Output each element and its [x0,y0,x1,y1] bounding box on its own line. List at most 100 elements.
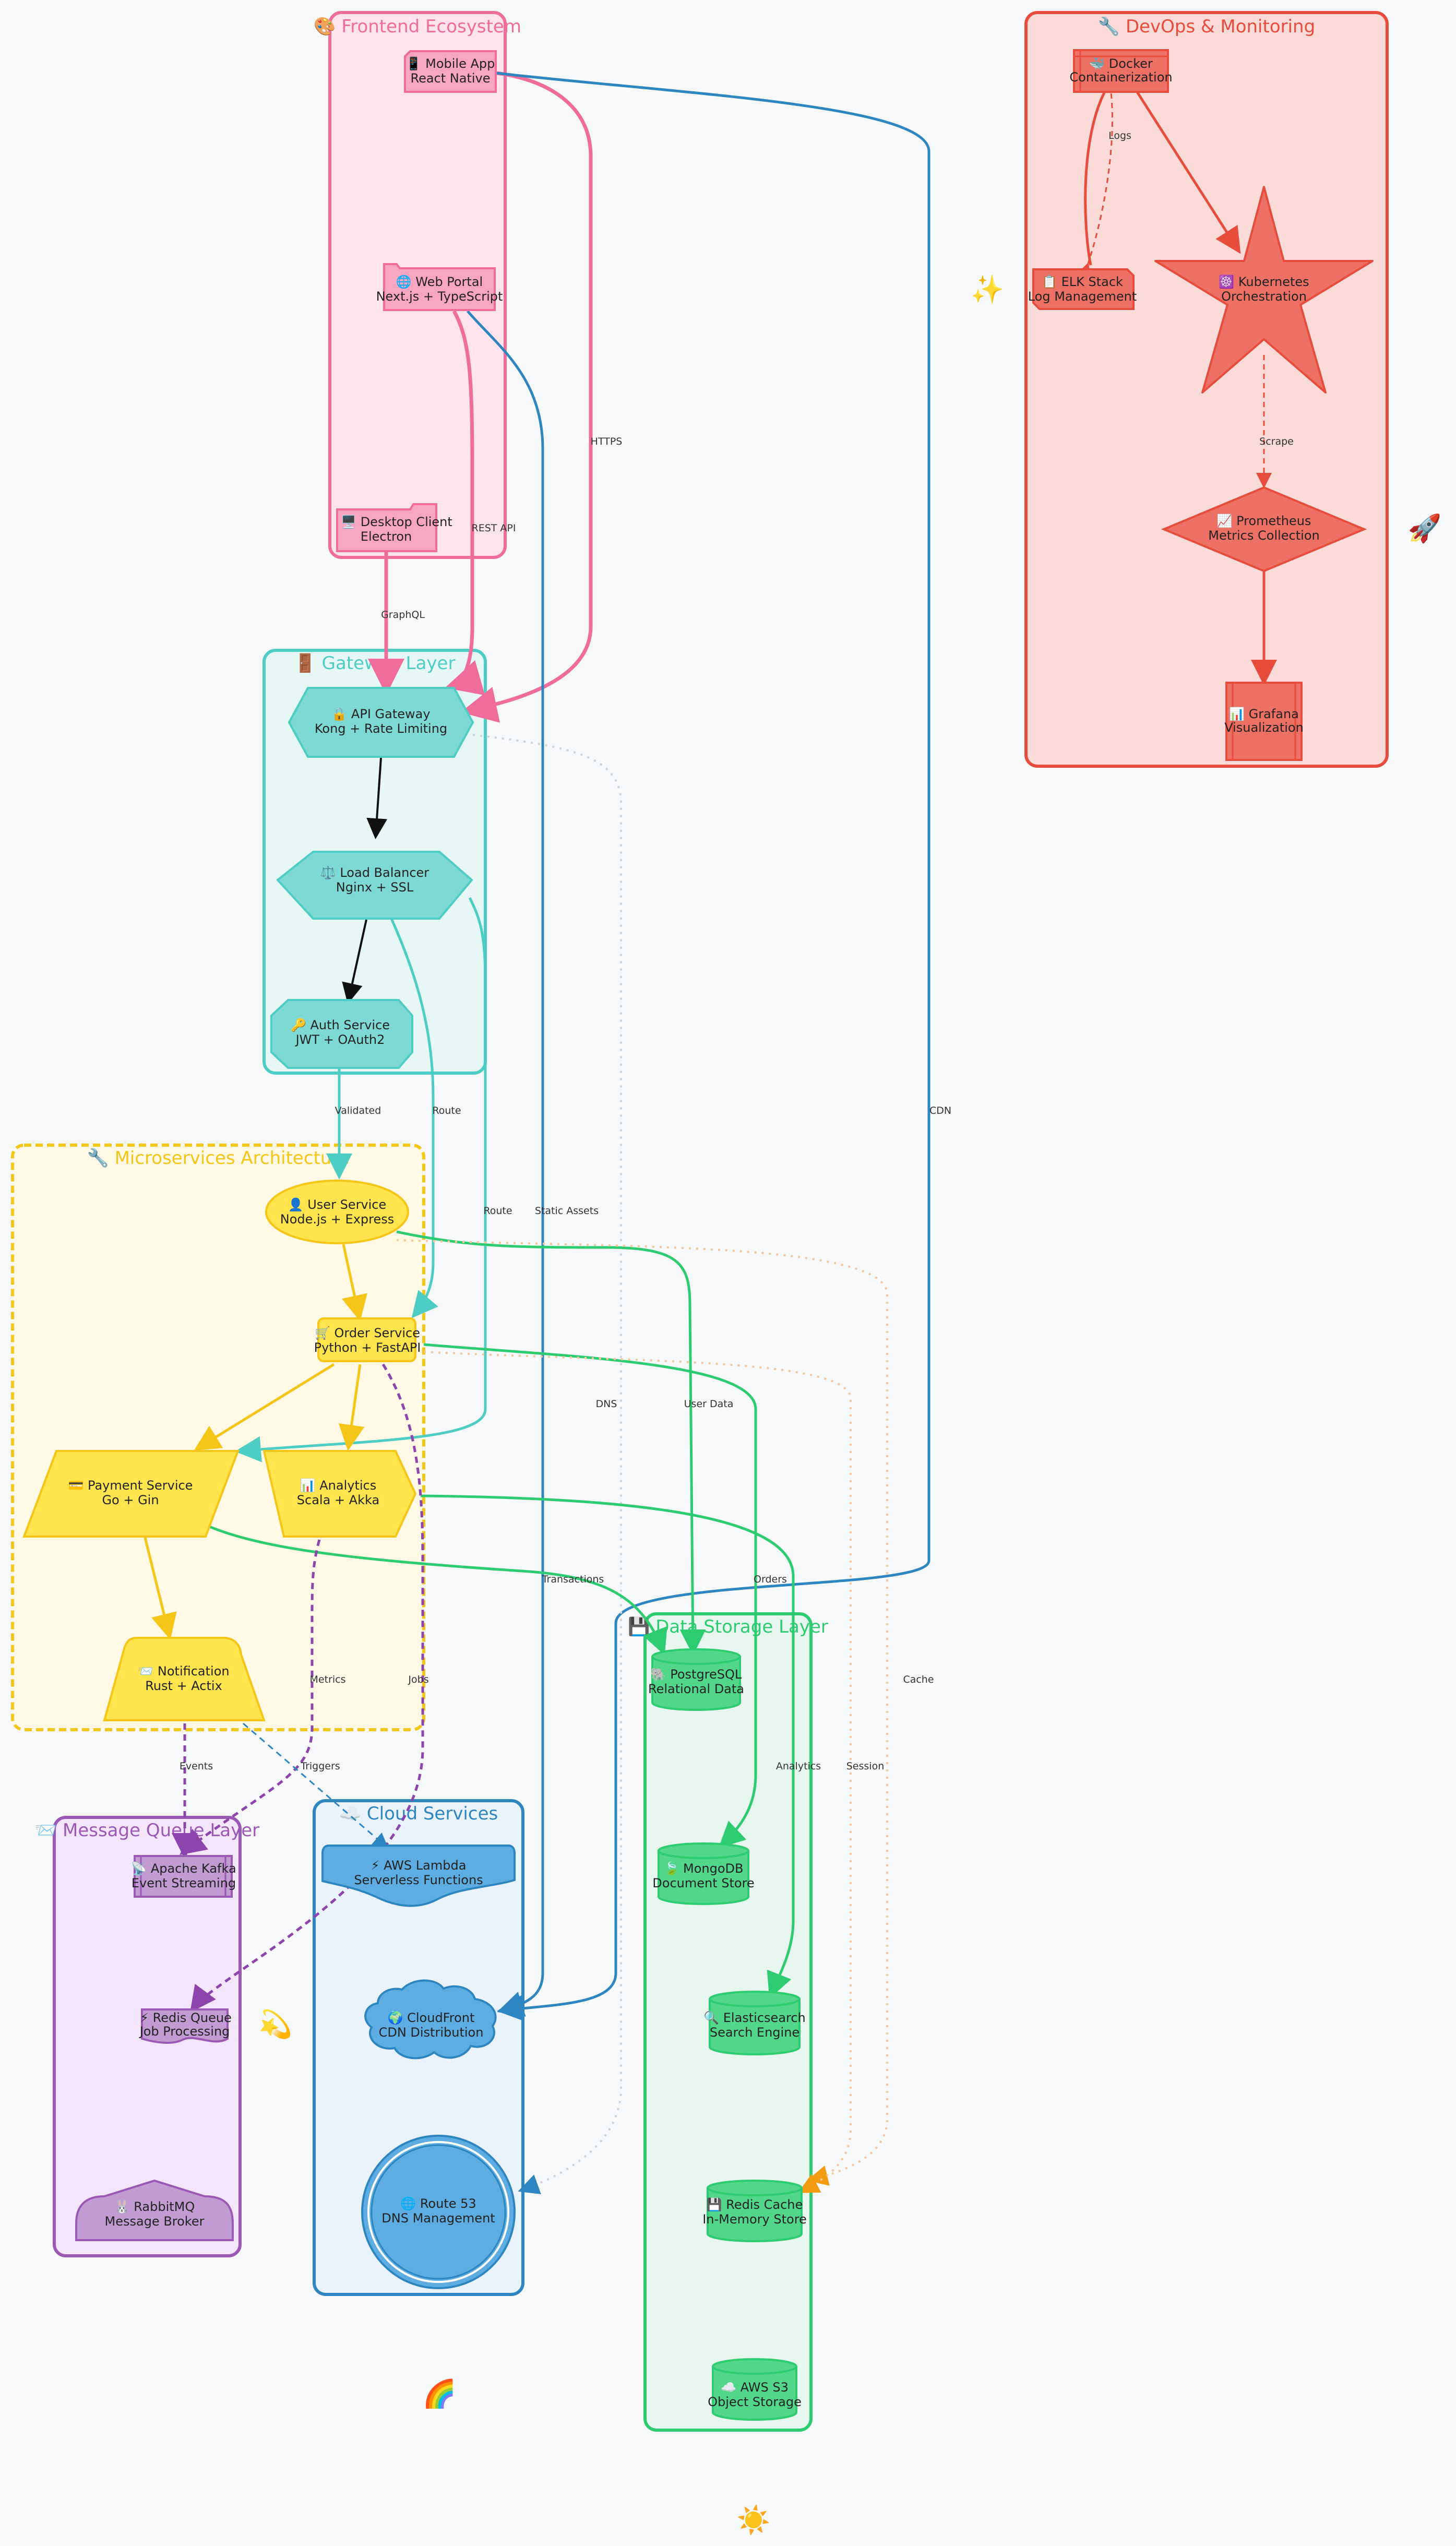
node-grafana[interactable]: 📊 Grafana Visualization [1224,682,1304,761]
node-load-balancer-title: ⚖️ Load Balancer [320,865,429,880]
node-kubernetes-subtitle: Orchestration [1221,289,1307,304]
node-prometheus-subtitle: Metrics Collection [1208,528,1319,543]
edge-label-metrics: Metrics [310,1674,346,1685]
edge-label-cdn: CDN [929,1105,951,1116]
node-mongodb[interactable]: 🍃 MongoDB Document Store [652,1842,755,1905]
edge-order-mongo [423,1343,757,1848]
group-title-frontend: 🎨 Frontend Ecosystem [314,16,521,37]
node-order-service[interactable]: 🛒 Order Service Python + FastAPI [314,1317,421,1362]
edge-label-jobs: Jobs [408,1674,428,1685]
node-web-portal-title: 🌐 Web Portal [396,275,483,289]
node-redis-cache[interactable]: 💾 Redis Cache In-Memory Store [702,2180,807,2242]
node-route53-title: 🌐 Route 53 [400,2196,476,2211]
node-redis-queue-subtitle: Job Processing [139,2024,230,2039]
edge-label-scrape: Scrape [1259,436,1294,447]
node-load-balancer[interactable]: ⚖️ Load Balancer Nginx + SSL [276,851,473,920]
edge-analytics-elastic [420,1494,795,1999]
edge-mobile-apigw [460,71,593,723]
node-mobile-app[interactable]: 📱 Mobile App React Native [404,50,497,93]
node-prometheus[interactable]: 📈 Prometheus Metrics Collection [1161,486,1367,573]
node-analytics-title: 📊 Analytics [300,1478,377,1493]
node-payment-service[interactable]: 💳 Payment Service Go + Gin [22,1450,240,1538]
edge-order-analytics [338,1364,365,1451]
node-kubernetes[interactable]: ☸️ Kubernetes Orchestration [1154,186,1374,394]
node-apache-kafka-subtitle: Event Streaming [132,1876,236,1890]
edge-order-rediscache [423,1351,852,2193]
node-web-portal[interactable]: 🌐 Web Portal Next.js + TypeScript [376,263,503,311]
edge-web-cloudfront [467,310,544,2017]
edge-label-graphql: GraphQL [381,609,425,621]
node-docker[interactable]: 🐳 Docker Containerization [1069,49,1173,93]
node-user-service[interactable]: 👤 User Service Node.js + Express [265,1180,409,1244]
rainbow-icon: 🌈 [423,2377,457,2410]
node-elk-title: 📋 ELK Stack [1042,275,1123,289]
edge-elk-docker-dashed [1076,88,1113,280]
sun-icon: ☀️ [737,2504,771,2536]
node-desktop-client[interactable]: 🖥️ Desktop Client Electron [336,503,452,552]
node-aws-lambda-subtitle: Serverless Functions [354,1873,483,1887]
edge-user-rediscache [396,1239,888,2186]
node-desktop-client-title: 🖥️ Desktop Client [341,515,452,529]
node-aws-s3[interactable]: ☁️ AWS S3 Object Storage [708,2358,802,2421]
node-redis-queue[interactable]: ⚡ Redis Queue Job Processing [139,2008,232,2044]
node-route53-subtitle: DNS Management [381,2211,495,2226]
node-mongodb-subtitle: Document Store [652,1876,754,1890]
edge-order-redisq [190,1363,424,2013]
edges [144,64,1277,2194]
node-elasticsearch-subtitle: Search Engine [710,2025,799,2040]
edge-docker-elk-solid [1084,64,1128,266]
node-elasticsearch[interactable]: 🔍 Elasticsearch Search Engine [703,1991,806,2055]
edge-label-analytics: Analytics [776,1760,821,1772]
node-user-service-title: 👤 User Service [288,1197,387,1212]
node-cloudfront-title: 🌍 CloudFront [388,2010,475,2025]
node-elk[interactable]: 📋 ELK Stack Log Management [1028,268,1137,310]
node-order-service-subtitle: Python + FastAPI [314,1340,421,1355]
group-title-cloud: ☁️ Cloud Services [339,1803,498,1824]
node-docker-title: 🐳 Docker [1089,56,1153,71]
node-mongodb-title: 🍃 MongoDB [664,1861,744,1876]
group-title-micro: 🔧 Microservices Architecture [87,1147,349,1169]
edge-label-logs: Logs [1108,130,1131,141]
edge-mobile-cloudfront [496,72,930,2021]
edge-docker-k8s [1133,88,1241,254]
node-redis-cache-subtitle: In-Memory Store [702,2212,807,2227]
edge-labels: Logs Scrape HTTPS REST API GraphQL Valid… [180,130,1294,1772]
node-order-service-title: 🛒 Order Service [315,1326,420,1340]
node-auth-service[interactable]: 🔑 Auth Service JWT + OAuth2 [270,999,413,1069]
node-mobile-app-title: 📱 Mobile App [406,56,495,71]
node-api-gateway[interactable]: 🔒 API Gateway Kong + Rate Limiting [288,687,474,758]
node-apache-kafka[interactable]: 📡 Apache Kafka Event Streaming [131,1855,236,1898]
node-payment-service-title: 💳 Payment Service [68,1478,193,1493]
node-kubernetes-title: ☸️ Kubernetes [1219,275,1309,289]
node-rabbitmq[interactable]: 🐰 RabbitMQ Message Broker [75,2179,234,2241]
node-notification-subtitle: Rust + Actix [145,1679,222,1693]
node-notification-title: 📨 Notification [138,1664,229,1679]
node-elk-subtitle: Log Management [1028,289,1137,304]
node-grafana-subtitle: Visualization [1224,720,1304,735]
node-postgresql[interactable]: 🐘 PostgreSQL Relational Data [648,1648,744,1711]
group-title-storage: 💾 Data Storage Layer [628,1616,828,1637]
node-cloudfront[interactable]: 🌍 CloudFront CDN Distribution [364,1979,497,2060]
edge-label-transactions: Transactions [542,1574,604,1585]
edge-order-payment [194,1363,335,1451]
node-redis-cache-title: 💾 Redis Cache [707,2197,803,2212]
node-aws-lambda[interactable]: ⚡ AWS Lambda Serverless Functions [321,1845,516,1907]
node-aws-s3-subtitle: Object Storage [708,2395,802,2409]
node-docker-subtitle: Containerization [1069,70,1172,85]
edge-user-postgres [396,1230,706,1656]
node-apache-kafka-title: 📡 Apache Kafka [131,1860,236,1876]
edge-label-static: Static Assets [535,1205,599,1217]
edge-label-route1: Route [432,1105,461,1116]
node-notification[interactable]: 📨 Notification Rust + Actix [103,1637,266,1721]
group-title-mq: 📨 Message Queue Layer [35,1820,259,1841]
node-analytics[interactable]: 📊 Analytics Scala + Akka [262,1450,417,1538]
node-grafana-title: 📊 Grafana [1229,707,1299,721]
group-title-devops: 🔧 DevOps & Monitoring [1098,16,1315,37]
edge-label-dns: DNS [596,1398,617,1410]
edge-lb-order [390,918,438,1318]
edge-web-apigw [445,310,485,696]
node-api-gateway-subtitle: Kong + Rate Limiting [315,721,447,736]
node-analytics-subtitle: Scala + Akka [297,1493,379,1507]
node-route53[interactable]: 🌐 Route 53 DNS Management [361,2135,516,2289]
